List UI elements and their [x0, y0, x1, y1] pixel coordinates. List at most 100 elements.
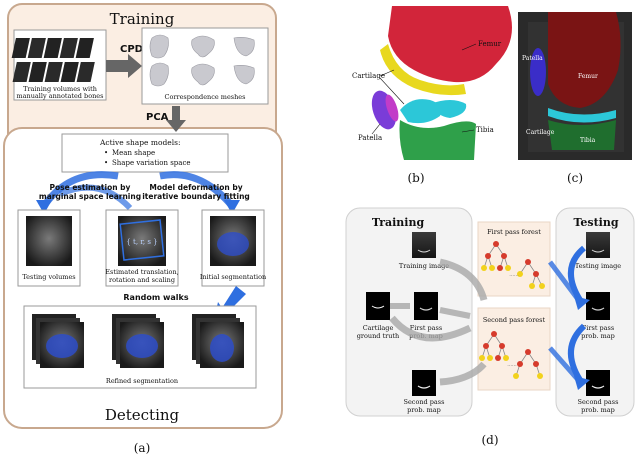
second-forest-label: Second pass forest: [483, 316, 546, 324]
pose-title-2: marginal space learning: [39, 192, 141, 201]
mri-cartilage: [548, 108, 616, 123]
pose-title-1: Pose estimation by: [50, 183, 131, 192]
asm-bullet-1: •: [104, 149, 108, 157]
c-label-patella: Patella: [522, 55, 543, 62]
training-volumes-stack: Training volumes with manually annotated…: [11, 29, 107, 101]
pose-bounding-box: [119, 219, 165, 261]
label-femur: Femur: [478, 40, 502, 48]
second-pass-label-1: Second pass: [404, 398, 445, 406]
testing-image: [586, 232, 610, 258]
deform-title-1: Model deformation by: [149, 183, 242, 192]
gray-arrow-5: [439, 361, 487, 386]
gray-arrow-1: [439, 258, 488, 302]
test-second-pass-label-2: prob. map: [581, 406, 615, 414]
cartilage-shape: [380, 44, 466, 96]
bone-mesh-3: [233, 37, 255, 57]
bone-mesh-5: [191, 63, 215, 86]
initial-segmentation-panel: Initial segmentation: [200, 209, 266, 287]
cartilage-gt-label-1: Cartilage: [363, 324, 394, 332]
bone-mesh-6: [233, 65, 255, 85]
bone-mesh-2: [191, 35, 215, 58]
blue-curve-arrow-right: [159, 171, 235, 209]
blue-arrow-test-3: [567, 323, 587, 382]
blue-curve-arrow-mid: [58, 184, 133, 211]
testing-volume-image: [26, 216, 72, 266]
test-first-pass-label-2: prob. map: [581, 332, 615, 340]
blue-curve-arrow-left: [41, 171, 119, 209]
c-label-femur: Femur: [578, 73, 598, 80]
tibia-shape: [399, 120, 476, 160]
cpd-arrow-icon: [106, 54, 142, 78]
bone-mesh-4: [149, 62, 169, 87]
testing-volumes-label: Testing volumes: [22, 273, 75, 281]
asm-item-mean-shape: Mean shape: [112, 149, 155, 157]
test-first-pass-map: [586, 292, 610, 320]
second-forest-ellipsis: ......: [507, 362, 517, 368]
gray-arrow-3: [389, 315, 472, 342]
training-volumes-label-1: Training volumes with: [23, 85, 97, 93]
gray-arrow-4: [439, 307, 471, 319]
training-image-label: Training image: [399, 262, 449, 270]
mri-patella: [530, 48, 546, 96]
blue-arrow-test-4: [548, 346, 582, 384]
first-forest-label: First pass forest: [487, 228, 541, 236]
cpd-arrow: CPD: [106, 44, 143, 78]
first-pass-map: [414, 292, 438, 320]
bone-mesh-1: [149, 34, 169, 59]
test-second-pass-map: [586, 370, 610, 396]
caption-b: (b): [407, 171, 424, 185]
correspondence-meshes: Correspondence meshes: [141, 27, 269, 105]
cpd-label: CPD: [120, 44, 143, 55]
initial-seg-label: Initial segmentation: [200, 273, 266, 281]
femur-shape: [388, 6, 512, 83]
correspondence-label: Correspondence meshes: [164, 93, 245, 101]
second-pass-map: [412, 370, 436, 396]
asm-box: Active shape models: • Mean shape • Shap…: [61, 133, 229, 173]
caption-a: (a): [134, 441, 151, 455]
asm-item-variation: Shape variation space: [112, 159, 191, 167]
caption-c: (c): [567, 171, 583, 185]
volume-slices: [11, 38, 95, 82]
refined-label: Refined segmentation: [106, 377, 178, 385]
asm-title: Active shape models:: [99, 138, 181, 147]
refined-stack-1: [32, 314, 84, 368]
first-forest-ellipsis: ......: [509, 272, 519, 278]
cartilage-gt-label-2: ground truth: [357, 332, 400, 340]
d-training-title: Training: [372, 216, 425, 229]
pca-label: PCA: [146, 112, 169, 123]
label-patella: Patella: [358, 134, 382, 142]
panel-d: Training Testing Training image Cartilag…: [345, 207, 635, 447]
pca-arrow: PCA: [146, 106, 186, 132]
pca-arrow-icon: [166, 106, 186, 132]
random-walks-label: Random walks: [123, 293, 188, 302]
asm-bullet-2: •: [104, 159, 108, 167]
refined-segmentation-panel: Refined segmentation: [23, 305, 257, 389]
second-forest-trees: [479, 331, 543, 379]
cartilage-gt-image: [366, 292, 390, 320]
blue-arrow-test-2: [548, 260, 582, 304]
first-forest-box: [477, 221, 551, 297]
detecting-title: Detecting: [105, 406, 180, 424]
first-pass-label-1: First pass: [410, 324, 442, 332]
d-testing-title: Testing: [573, 216, 618, 229]
refined-stack-2: [112, 314, 164, 368]
pose-overlay-text: { t, r, s }: [126, 238, 157, 246]
training-title: Training: [110, 10, 175, 28]
estimated-label-1: Estimated translation,: [105, 268, 178, 276]
training-volumes-label-2: manually annotated bones: [17, 92, 104, 100]
first-forest-trees: [481, 241, 545, 289]
c-label-tibia: Tibia: [580, 137, 596, 144]
testing-volumes-panel: Testing volumes: [17, 209, 81, 287]
mri-tibia: [548, 120, 616, 150]
refined-stack-3: [192, 314, 244, 368]
c-label-cartilage: Cartilage: [526, 129, 555, 136]
blue-arrow-head-2: [224, 200, 240, 214]
mri-femur: [548, 12, 621, 108]
test-first-pass-label-1: First pass: [582, 324, 614, 332]
deform-title-2: iterative boundary fitting: [142, 192, 250, 201]
estimated-label-2: rotation and scaling: [109, 276, 175, 284]
test-second-pass-label-1: Second pass: [578, 398, 619, 406]
panel-c: Patella Femur Cartilage Tibia (c): [518, 12, 632, 185]
blue-arrow-head-1: [36, 200, 52, 214]
